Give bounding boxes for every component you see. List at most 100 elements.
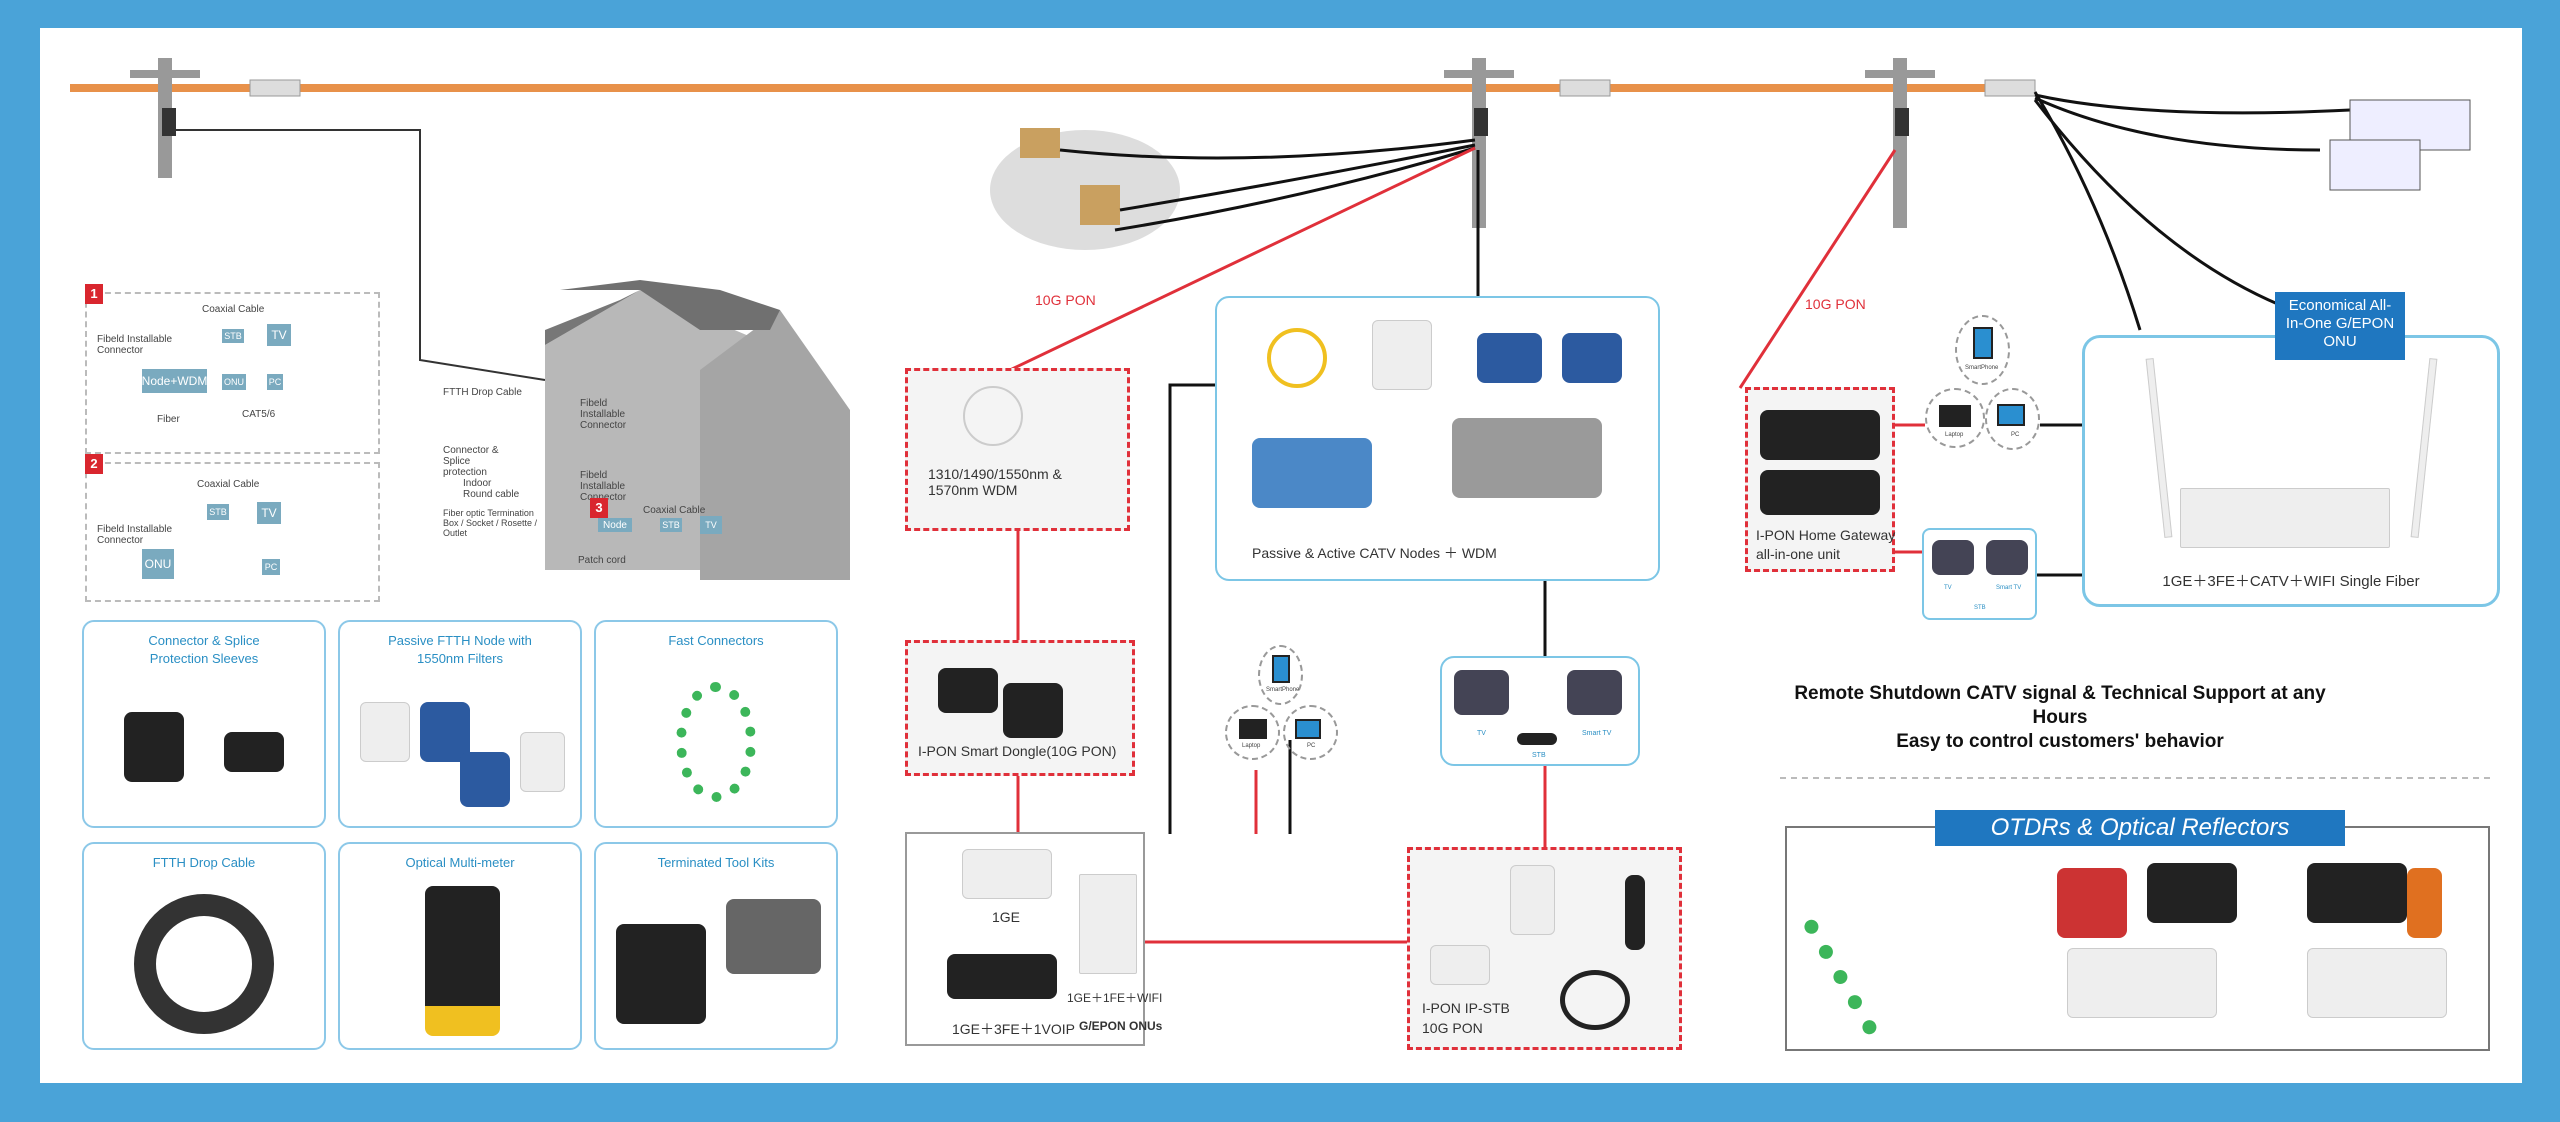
label: Patch cord [578, 555, 626, 566]
product-image [1452, 418, 1602, 498]
device-label: PC [1307, 743, 1316, 749]
gateway-label: all-in-one unit [1756, 546, 1841, 562]
product-image [460, 752, 510, 807]
pon-label: 10G PON [1035, 292, 1096, 308]
diagram-1: 1 Fibeld Installable Connector Coaxial C… [85, 284, 380, 454]
splice-closure [1984, 79, 2036, 97]
label: Fiber [157, 414, 180, 425]
product-image [1625, 875, 1645, 950]
product-image [1801, 869, 1963, 1037]
home-gateway-box[interactable]: I-PON Home Gateway all-in-one unit [1745, 387, 1895, 572]
product-image [2180, 488, 2390, 548]
drop-cable [175, 129, 546, 381]
tile-splice-sleeves[interactable]: Connector & Splice Protection Sleeves [82, 620, 326, 828]
product-image [134, 894, 274, 1034]
tile-drop-cable[interactable]: FTTH Drop Cable [82, 842, 326, 1050]
device-label: SmartPhone [1266, 687, 1300, 693]
remote-shutdown-text: Remote Shutdown CATV signal & Technical … [1790, 682, 2330, 754]
smart-tv-icon [1986, 540, 2028, 575]
tile-tool-kits[interactable]: Terminated Tool Kits [594, 842, 838, 1050]
tile-title: Fast Connectors [668, 633, 764, 648]
onu-block: ONU [142, 549, 174, 579]
smartphone-icon [1973, 327, 1993, 359]
device-label: PC [2011, 432, 2020, 438]
product-image [1372, 320, 1432, 390]
tv-block: TV [700, 516, 722, 534]
product-image [1760, 470, 1880, 515]
product-image [947, 954, 1057, 999]
label: Coaxial Cable [197, 479, 260, 490]
device-smartphone: SmartPhone [1955, 315, 2010, 385]
product-image [520, 732, 565, 792]
all-in-one-onu-box[interactable]: 1GE＋3FE＋CATV＋WIFI Single Fiber [2082, 335, 2500, 607]
product-image [1003, 683, 1063, 738]
tile-title: FTTH Drop Cable [152, 855, 256, 870]
label: Fiber optic Termination Box / Socket / R… [443, 508, 538, 538]
tv-box: TV Smart TV STB [1440, 656, 1640, 766]
product-image [1510, 865, 1555, 935]
wdm-label: 1310/1490/1550nm & 1570nm WDM [928, 466, 1062, 498]
wdm-image [963, 386, 1023, 446]
otdr-box[interactable]: OTDRs & Optical Reflectors [1785, 810, 2490, 1051]
label: Fibeld Installable Connector [97, 524, 173, 546]
product-image [1477, 333, 1542, 383]
house-icon [1080, 185, 1120, 225]
product-image [2307, 863, 2407, 923]
wdm-box[interactable]: 1310/1490/1550nm & 1570nm WDM [905, 368, 1130, 531]
tv-block: TV [257, 502, 281, 524]
dongle-box[interactable]: I-PON Smart Dongle(10G PON) [905, 640, 1135, 776]
pon-label: 10G PON [1805, 296, 1866, 312]
label: Connector & Splice protection [443, 445, 499, 478]
tile-title: Terminated Tool Kits [657, 855, 775, 870]
tv-block: TV [267, 324, 291, 346]
device-pc: PC [1283, 705, 1338, 760]
tv-label: STB [1974, 605, 1986, 611]
label: Coaxial Cable [202, 304, 265, 315]
product-image [726, 899, 821, 974]
device-laptop: Laptop [1225, 705, 1280, 760]
product-image [1562, 333, 1622, 383]
onus-box[interactable]: 1GE 1GE＋3FE＋1VOIP 1GE＋1FE＋WIFI G/EPON ON… [905, 832, 1162, 1046]
otdr-title: OTDRs & Optical Reflectors [1935, 810, 2345, 846]
stb-block: STB [660, 518, 682, 532]
house-illustration [545, 280, 850, 580]
product-image [1267, 328, 1327, 388]
label: CAT5/6 [242, 409, 276, 420]
smartphone-icon [1272, 655, 1290, 683]
label: Fibeld Installable Connector [580, 470, 626, 503]
node-wdm-block: Node+WDM [142, 369, 207, 393]
label: FTTH Drop Cable [443, 387, 522, 398]
product-image [124, 712, 184, 782]
onu-label: 1GE＋3FE＋1VOIP [952, 1021, 1075, 1037]
ipstb-box[interactable]: I-PON IP-STB 10G PON [1407, 847, 1682, 1050]
product-image [2147, 863, 2237, 923]
product-image [938, 668, 998, 713]
step-badge: 3 [590, 498, 608, 518]
device-label: SmartPhone [1965, 365, 1999, 371]
tile-passive-node[interactable]: Passive FTTH Node with 1550nm Filters [338, 620, 582, 828]
tv-icon [1932, 540, 1974, 575]
product-image [2067, 948, 2217, 1018]
pc-icon [1997, 404, 2025, 426]
utility-pole [1865, 58, 1935, 228]
pc-icon [1295, 719, 1321, 739]
antenna [2410, 358, 2438, 538]
tile-multimeter[interactable]: Optical Multi-meter [338, 842, 582, 1050]
tv-label: Smart TV [1582, 730, 1612, 737]
label: Coaxial Cable [643, 505, 706, 516]
catv-nodes-box[interactable]: Passive & Active CATV Nodes ＋ WDM [1215, 296, 1660, 581]
tv-label: STB [1532, 752, 1546, 759]
product-image [1079, 874, 1137, 974]
tile-title: Connector & Splice Protection Sleeves [148, 633, 260, 666]
gateway-label: I-PON Home Gateway [1756, 527, 1896, 543]
product-image [1252, 438, 1372, 508]
tile-fast-connectors[interactable]: Fast Connectors [594, 620, 838, 828]
house-icon [1020, 128, 1060, 158]
onu-caption: 1GE＋3FE＋CATV＋WIFI Single Fiber [2162, 573, 2420, 590]
device-smartphone: SmartPhone [1258, 645, 1303, 705]
pc-block: PC [262, 559, 280, 575]
product-image [2407, 868, 2442, 938]
tile-title: Optical Multi-meter [405, 855, 515, 870]
product-image [616, 924, 706, 1024]
